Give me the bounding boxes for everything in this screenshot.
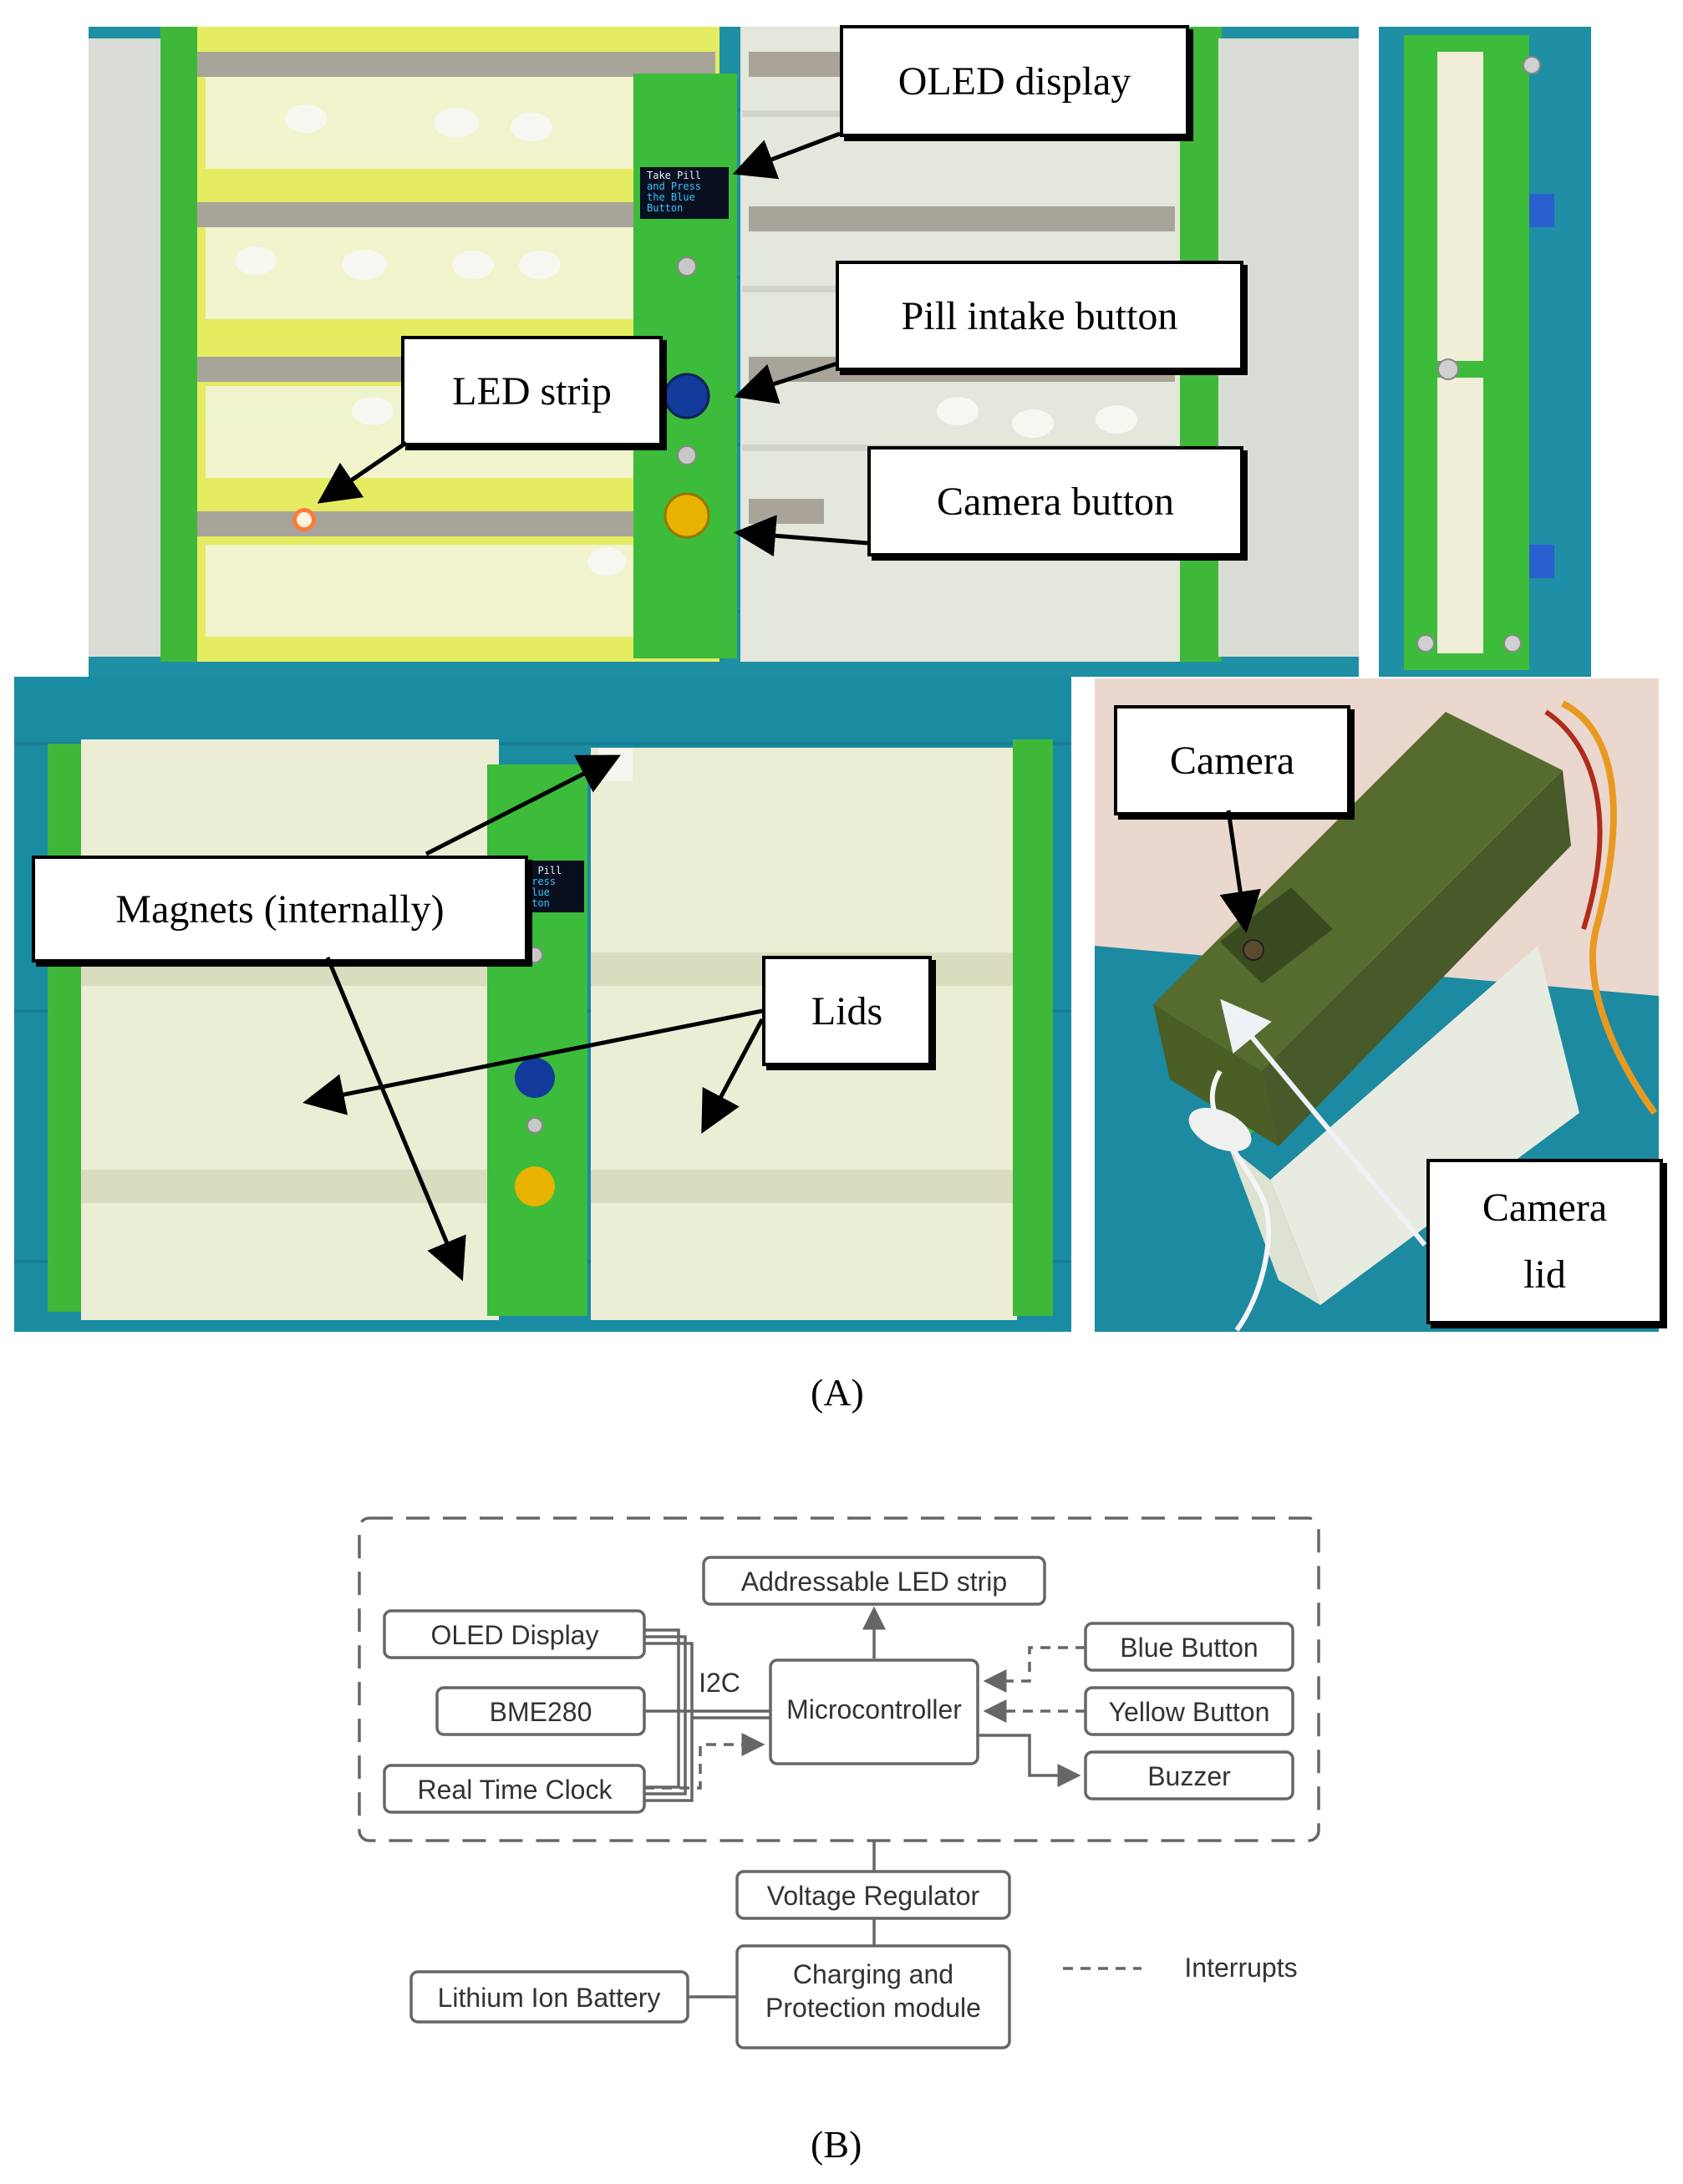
text-charging-line2: Protection module xyxy=(765,1993,981,2023)
text-addressable-led-strip: Addressable LED strip xyxy=(741,1567,1007,1597)
figure-label-b: (B) xyxy=(811,2123,862,2166)
oled-line-4: Button xyxy=(647,202,683,214)
text-yellow-button: Yellow Button xyxy=(1109,1697,1270,1727)
link-oled-bus xyxy=(644,1628,680,1789)
photo-side-view xyxy=(1379,27,1591,677)
block-buzzer xyxy=(1084,1750,1294,1801)
text-bme280: BME280 xyxy=(490,1697,592,1727)
block-bme280 xyxy=(435,1686,646,1736)
block-oled-display xyxy=(383,1609,646,1659)
text-blue-button: Blue Button xyxy=(1120,1633,1258,1663)
oled-line-2: and Press xyxy=(647,180,701,192)
oled-partial-line-1: > Pill xyxy=(526,865,562,876)
block-voltage-regulator xyxy=(735,1870,1011,1920)
text-legend-interrupts: Interrupts xyxy=(1184,1953,1297,1983)
callout-oled-display: OLED display xyxy=(840,25,1189,137)
photo-yellow-button xyxy=(664,492,710,539)
text-real-time-clock: Real Time Clock xyxy=(418,1775,613,1805)
callout-camera: Camera xyxy=(1114,705,1350,815)
figure-label-a: (A) xyxy=(811,1371,864,1414)
link-rtc-interrupt xyxy=(644,1733,765,1790)
block-yellow-button xyxy=(1084,1686,1294,1736)
callout-camera-lid-line2: lid xyxy=(1523,1252,1566,1297)
oled-partial-line-2: Press xyxy=(526,876,556,887)
block-blue-button xyxy=(1084,1622,1294,1672)
link-mcu-buzzer xyxy=(978,1734,1081,1787)
callout-camera-button: Camera button xyxy=(867,446,1243,556)
system-enclosure xyxy=(358,1516,1320,1842)
oled-partial-line-4: tton xyxy=(526,897,550,909)
callout-camera-lid: Camera lid xyxy=(1426,1159,1663,1324)
text-lithium-battery: Lithium Ion Battery xyxy=(438,1983,661,2013)
callout-pill-intake-button: Pill intake button xyxy=(836,261,1243,371)
oled-line-1: Take Pill xyxy=(647,170,701,181)
callout-magnets: Magnets (internally) xyxy=(32,856,528,962)
block-charging-module xyxy=(735,1944,1011,2049)
callout-lids: Lids xyxy=(762,956,932,1066)
photo-side-view-illustration xyxy=(1379,27,1591,677)
oled-partial-line-3: Blue xyxy=(526,886,550,898)
text-buzzer: Buzzer xyxy=(1147,1761,1231,1791)
callout-led-strip: LED strip xyxy=(401,336,663,446)
callout-camera-lid-line1: Camera xyxy=(1482,1186,1608,1230)
oled-line-3: the Blue xyxy=(647,191,695,203)
text-charging-line1: Charging and xyxy=(793,1959,953,1989)
text-microcontroller: Microcontroller xyxy=(786,1694,962,1724)
text-i2c: I2C xyxy=(699,1668,740,1698)
photo-blue-button xyxy=(664,373,710,419)
block-lithium-battery xyxy=(409,1970,689,2024)
link-blue-interrupt xyxy=(983,1646,1086,1693)
text-oled-display: OLED Display xyxy=(431,1620,599,1650)
text-voltage-regulator: Voltage Regulator xyxy=(767,1881,980,1911)
block-real-time-clock xyxy=(383,1764,646,1814)
block-addressable-led-strip xyxy=(702,1556,1046,1606)
block-microcontroller xyxy=(769,1658,979,1765)
